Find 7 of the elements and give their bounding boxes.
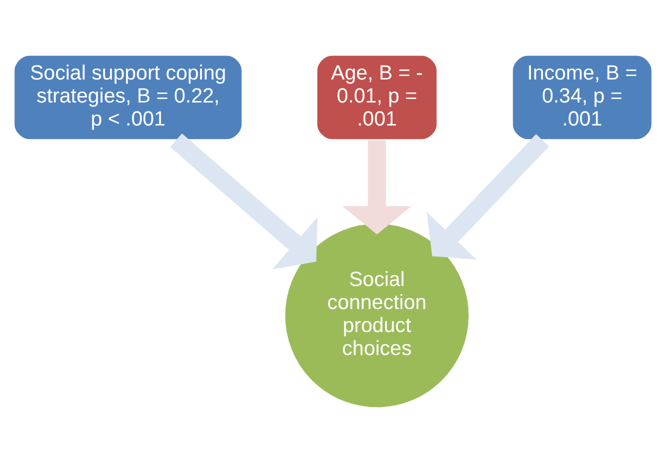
arrow bbox=[342, 140, 412, 234]
node-box: Age, B = - 0.01, p = .001 bbox=[316, 54, 438, 140]
node-box: Social support coping strategies, B = 0.22, p < .001 bbox=[13, 54, 243, 140]
arrow bbox=[426, 134, 550, 260]
arrow bbox=[170, 134, 318, 270]
node-circle: Social connection product choices bbox=[284, 222, 470, 409]
node-box: Income, B = 0.34, p = .001 bbox=[512, 54, 653, 140]
